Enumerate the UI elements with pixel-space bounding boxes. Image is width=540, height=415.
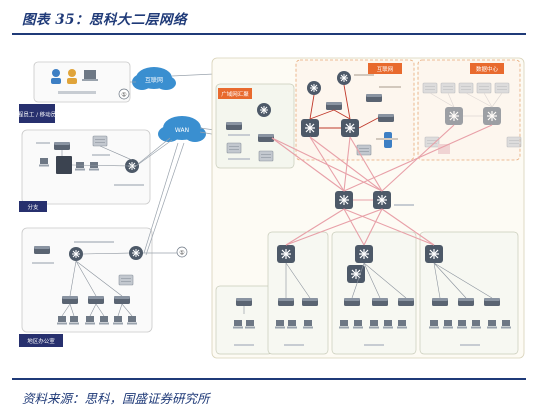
- wan-cloud-label: WAN: [175, 127, 189, 134]
- regional-office-label-box: [19, 334, 63, 347]
- network-diagram: 远程员工 / 移动员工 分支 地区办公室 互联网: [14, 57, 525, 359]
- access-switches: [236, 262, 500, 314]
- regional-office-devices: [32, 241, 144, 325]
- remote-worker-label: 远程员工 / 移动员工: [14, 111, 62, 119]
- remote-user-icons: [51, 69, 98, 94]
- branch-label-box: [19, 201, 47, 212]
- internet-edge-devices: [300, 70, 401, 156]
- wan-aggregation-label: 广域网汇聚: [221, 90, 249, 98]
- figure-caption: 图表 35：思科大二层网络: [22, 12, 187, 28]
- endpoint-devices: [233, 320, 511, 346]
- remote-worker-label-box: [19, 104, 55, 123]
- callout-markers: ① ①: [118, 88, 188, 258]
- access-block-3: [331, 231, 417, 355]
- wan-cloud: WAN: [158, 116, 206, 142]
- regional-office-label: 地区办公室: [27, 337, 55, 345]
- internet-cloud-label: 互联网: [145, 76, 163, 84]
- data-center-label: 数据中心: [476, 65, 499, 73]
- redundant-links: [271, 124, 493, 246]
- wan-aggregation-label-box: [218, 88, 252, 99]
- core-switches: [334, 190, 414, 210]
- branch-devices: [36, 135, 144, 186]
- internet-cloud: 互联网: [132, 67, 176, 90]
- internet-edge-label: 互联网: [377, 65, 394, 73]
- callout-1: ①: [121, 92, 126, 99]
- caption-rule: [12, 33, 526, 35]
- branch-label: 分支: [27, 203, 39, 211]
- callout-2: ①: [179, 250, 184, 257]
- data-center-label-box: [470, 63, 504, 74]
- wan-aggregation-devices: [226, 102, 274, 162]
- remote-worker-box: [33, 61, 131, 103]
- data-center-devices: [422, 82, 522, 154]
- internet-edge-label-box: [368, 63, 402, 74]
- source-rule: [12, 378, 526, 380]
- source-note: 资料来源：思科，国盛证券研究所: [22, 391, 210, 406]
- access-block-1: [215, 285, 273, 355]
